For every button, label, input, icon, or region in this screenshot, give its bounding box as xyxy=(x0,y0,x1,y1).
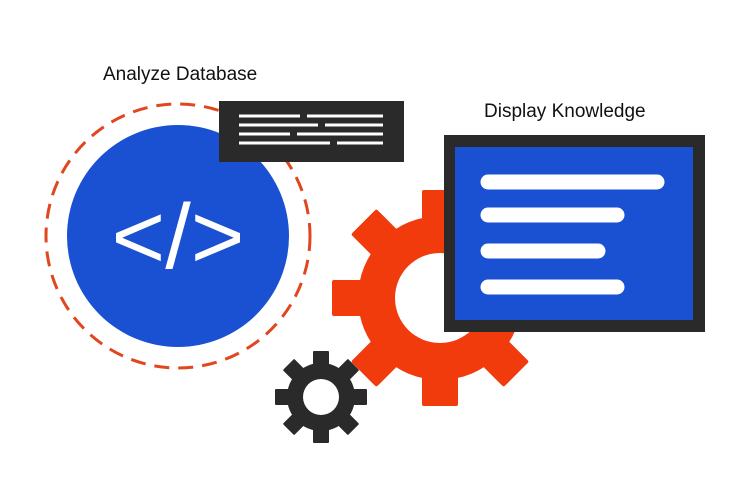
note-box xyxy=(219,101,404,162)
small-gear-icon xyxy=(275,351,367,443)
database-note-icon xyxy=(219,101,404,162)
code-circle-icon: </> xyxy=(44,102,312,370)
screen-lines xyxy=(480,174,665,295)
dashed-ring xyxy=(44,102,312,370)
analyze-database-label: Analyze Database xyxy=(103,64,258,85)
small-gear-hole xyxy=(303,379,339,415)
display-monitor-icon xyxy=(444,135,705,332)
code-symbol: </> xyxy=(111,186,244,288)
code-circle xyxy=(67,125,289,347)
display-knowledge-label: Display Knowledge xyxy=(484,101,646,122)
note-lines xyxy=(239,114,383,145)
